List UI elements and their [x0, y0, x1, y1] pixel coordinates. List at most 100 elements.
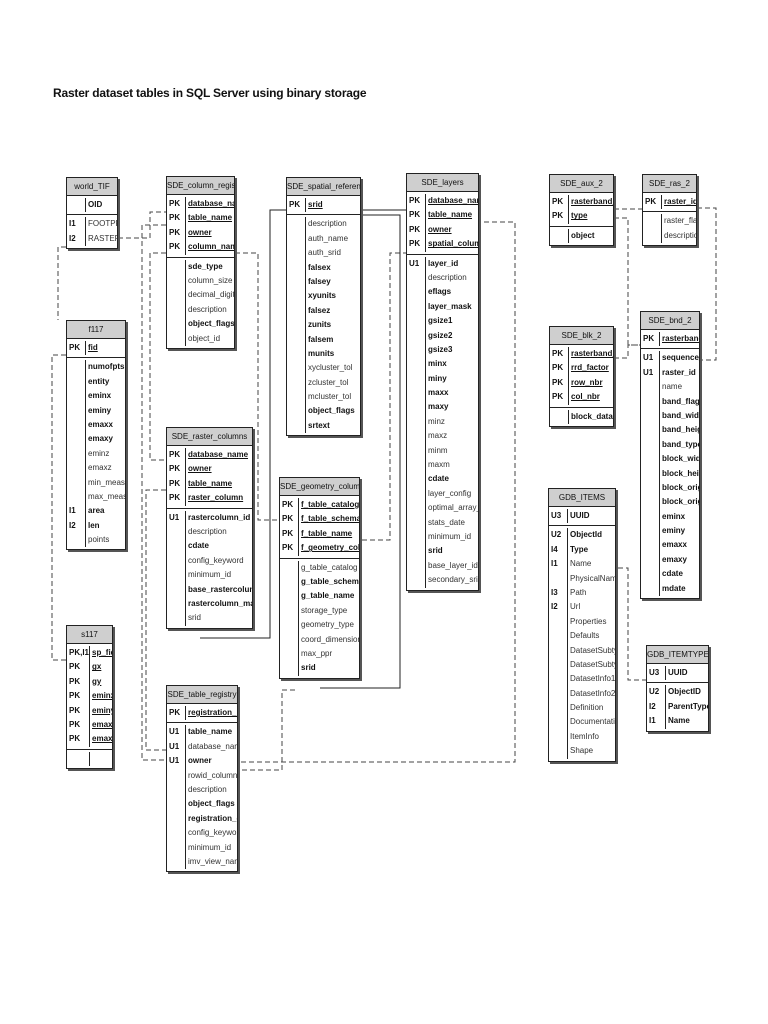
field-name: raster_column: [188, 493, 244, 503]
field-name: spatial_column: [428, 239, 478, 249]
field-name: minimum_id: [188, 842, 232, 852]
field-column: ObjectIdTypeNamePhysicalNamePathUrlPrope…: [568, 528, 615, 758]
key-indicator: [69, 404, 85, 418]
key-indicator: [69, 198, 85, 212]
key-indicator: [551, 730, 567, 744]
key-column: [67, 751, 90, 767]
field-name: stats_date: [428, 517, 465, 527]
key-indicator: U3: [649, 668, 660, 677]
table-title: SDE_layers: [407, 174, 478, 192]
key-indicator: [282, 647, 298, 661]
rel-raster-to-table-registry: [145, 489, 166, 751]
table-title: GDB_ITEMTYPES: [647, 646, 708, 664]
key-indicator: U1: [169, 756, 180, 766]
field-name: Definition: [570, 703, 604, 713]
key-indicator: [169, 783, 185, 797]
field-column: rasterband_id: [660, 332, 699, 346]
field-name: Name: [570, 559, 592, 569]
key-indicator: [69, 389, 85, 403]
field-name: object_flags: [188, 799, 235, 809]
field-name: maxx: [428, 388, 449, 398]
key-indicator: [289, 333, 305, 347]
key-indicator: [409, 386, 425, 400]
key-indicator: [409, 516, 425, 530]
field-name: miny: [428, 373, 447, 383]
key-section: PK,I1PKPKPKPKPKPKsp_fidgxgyeminxeminyema…: [67, 644, 112, 750]
field-name: gx: [92, 662, 102, 672]
key-indicator: [551, 615, 567, 629]
rel-column-registry-to-table-registry: [141, 224, 166, 761]
key-indicator: [289, 232, 305, 246]
key-indicator: [409, 559, 425, 573]
field-name: Shape: [570, 746, 594, 756]
table-sde-bnd-2: SDE_bnd_2PKrasterband_idU1U1 sequence_nb…: [640, 311, 700, 600]
key-indicator: U1: [169, 727, 180, 737]
key-indicator: [643, 467, 659, 481]
field-column: ObjectIDParentTypeIDName: [666, 685, 708, 728]
key-indicator: [645, 229, 661, 243]
field-name: description: [664, 230, 696, 240]
field-name: description: [428, 272, 467, 282]
field-column: raster_flagsdescription: [662, 214, 696, 243]
key-column: U3: [549, 509, 568, 524]
key-indicator: [643, 380, 659, 394]
rel-layers-to-table-registry: [238, 221, 516, 763]
field-name: description: [188, 784, 227, 794]
field-name: gsize3: [428, 344, 453, 354]
field-name: Properties: [570, 616, 607, 626]
field-name: [92, 752, 112, 766]
field-name: sde_type: [188, 261, 223, 271]
key-indicator: [643, 524, 659, 538]
rel-blk-to-bnd: [614, 344, 641, 359]
key-section: OID: [67, 196, 117, 216]
key-indicator: [643, 395, 659, 409]
field-name: column_name: [188, 242, 234, 252]
key-column: PK: [641, 332, 660, 347]
field-name: eminy: [88, 405, 112, 415]
key-indicator: I2: [649, 701, 656, 711]
field-name: mdate: [662, 583, 686, 593]
key-column: U1: [407, 256, 426, 588]
field-name: minz: [428, 416, 445, 426]
field-name: eminz: [88, 448, 110, 458]
key-indicator: U1: [643, 353, 654, 363]
field-name: config_keyword: [188, 555, 244, 565]
field-name: minm: [428, 445, 448, 455]
key-indicator: [289, 318, 305, 332]
table-title: SDE_raster_columns: [167, 428, 252, 446]
field-name: eflags: [428, 287, 452, 297]
field-name: Documentation: [570, 717, 615, 727]
field-name: maxz: [428, 431, 448, 441]
field-column: [90, 752, 112, 766]
key-indicator: PK: [282, 500, 294, 509]
key-indicator: [169, 769, 185, 783]
key-indicator: PK: [69, 719, 81, 729]
key-indicator: [169, 525, 185, 539]
key-indicator: [169, 274, 185, 288]
field-column: OID: [86, 198, 117, 212]
key-column: [550, 409, 569, 424]
key-indicator: [289, 217, 305, 231]
key-indicator: [289, 376, 305, 390]
field-name: points: [88, 535, 110, 545]
field-name: object_id: [188, 333, 221, 343]
field-name: fid: [88, 343, 98, 352]
field-name: owner: [188, 756, 212, 766]
diagram-title: Raster dataset tables in SQL Server usin…: [53, 86, 367, 100]
key-indicator: [169, 583, 185, 597]
field-name: block_width: [662, 454, 699, 464]
